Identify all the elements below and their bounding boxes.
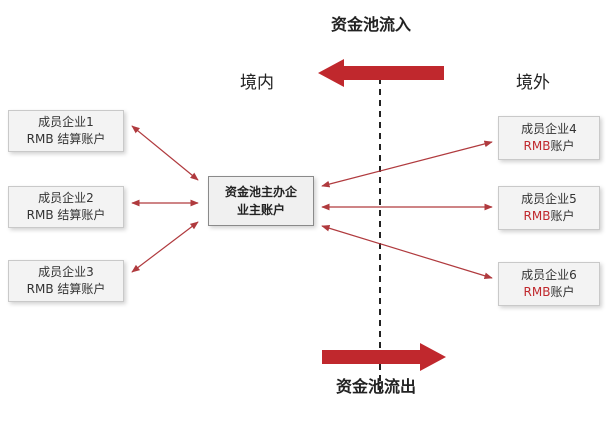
account-type: 账户 [550, 139, 575, 153]
main-account-box: 资金池主办企 业主账户 [208, 176, 314, 226]
member-box-4: 成员企业4 RMB账户 [498, 116, 600, 160]
account-currency: RMB [523, 209, 551, 223]
member-name: 成员企业5 [521, 192, 577, 206]
overseas-label: 境外 [516, 73, 550, 93]
member-name: 成员企业1 [38, 115, 94, 129]
account-type: 账户 [550, 209, 575, 223]
account-currency: RMB [523, 285, 551, 299]
member-account: RMB 结算账户 [26, 208, 106, 222]
member-name: 成员企业2 [38, 191, 94, 205]
member-account: RMB账户 [524, 208, 575, 225]
member-account: RMB 结算账户 [26, 282, 106, 296]
member-box-1: 成员企业1 RMB 结算账户 [8, 110, 124, 152]
connector-member4 [321, 140, 493, 188]
connector-member6 [321, 224, 493, 280]
domestic-label: 境内 [240, 73, 274, 93]
member-name: 成员企业6 [521, 268, 577, 282]
member-box-6: 成员企业6 RMB账户 [498, 262, 600, 306]
member-account: RMB 结算账户 [26, 132, 106, 146]
outflow-label: 资金池流出 [336, 377, 417, 396]
account-type: 账户 [550, 285, 575, 299]
member-name: 成员企业3 [38, 265, 94, 279]
main-account-line1: 资金池主办企 [224, 185, 297, 199]
member-name: 成员企业4 [521, 122, 577, 136]
account-currency: RMB [523, 139, 551, 153]
member-box-5: 成员企业5 RMB账户 [498, 186, 600, 230]
main-account-line2: 业主账户 [236, 203, 285, 217]
connector-member1 [131, 125, 199, 181]
member-box-3: 成员企业3 RMB 结算账户 [8, 260, 124, 302]
member-box-2: 成员企业2 RMB 结算账户 [8, 186, 124, 228]
member-account: RMB账户 [524, 284, 575, 301]
member-account: RMB账户 [524, 138, 575, 155]
inflow-arrow [318, 59, 444, 87]
outflow-arrow [322, 343, 446, 371]
connector-member3 [131, 221, 199, 273]
inflow-label: 资金池流入 [331, 15, 412, 34]
